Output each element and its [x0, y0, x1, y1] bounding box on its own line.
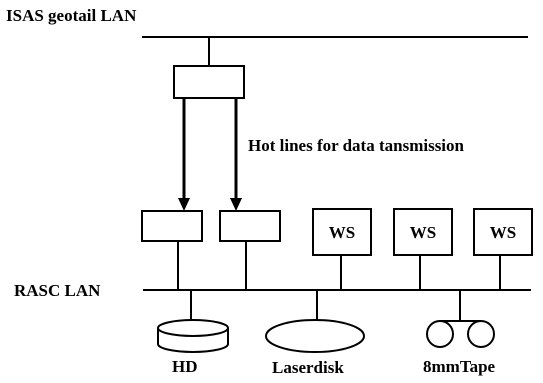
rasc-lan-label: RASC LAN: [14, 281, 101, 300]
ws-label-3: WS: [489, 223, 517, 242]
lower-relay-box-left: [141, 210, 203, 242]
hd-cylinder-icon: [157, 319, 229, 353]
tape-label: 8mmTape: [423, 357, 496, 376]
ws-box-3: [473, 208, 533, 256]
lower-relay-box-right: [219, 210, 281, 242]
isas-lan-label: ISAS geotail LAN: [6, 6, 137, 25]
hot-lines-label: Hot lines for data tansmission: [248, 136, 464, 155]
ws-label-1: WS: [328, 223, 356, 242]
ws-label-2: WS: [409, 223, 437, 242]
hot-line-left-arrowhead: [178, 198, 190, 211]
hd-label: HD: [172, 357, 198, 376]
tape-reels-icon: [426, 320, 495, 348]
upper-relay-box: [173, 65, 245, 99]
ws-box-2: [393, 208, 453, 256]
laserdisk-label: Laserdisk: [272, 358, 344, 377]
hot-line-right-arrowhead: [230, 198, 242, 211]
laserdisk-icon: [265, 319, 365, 353]
